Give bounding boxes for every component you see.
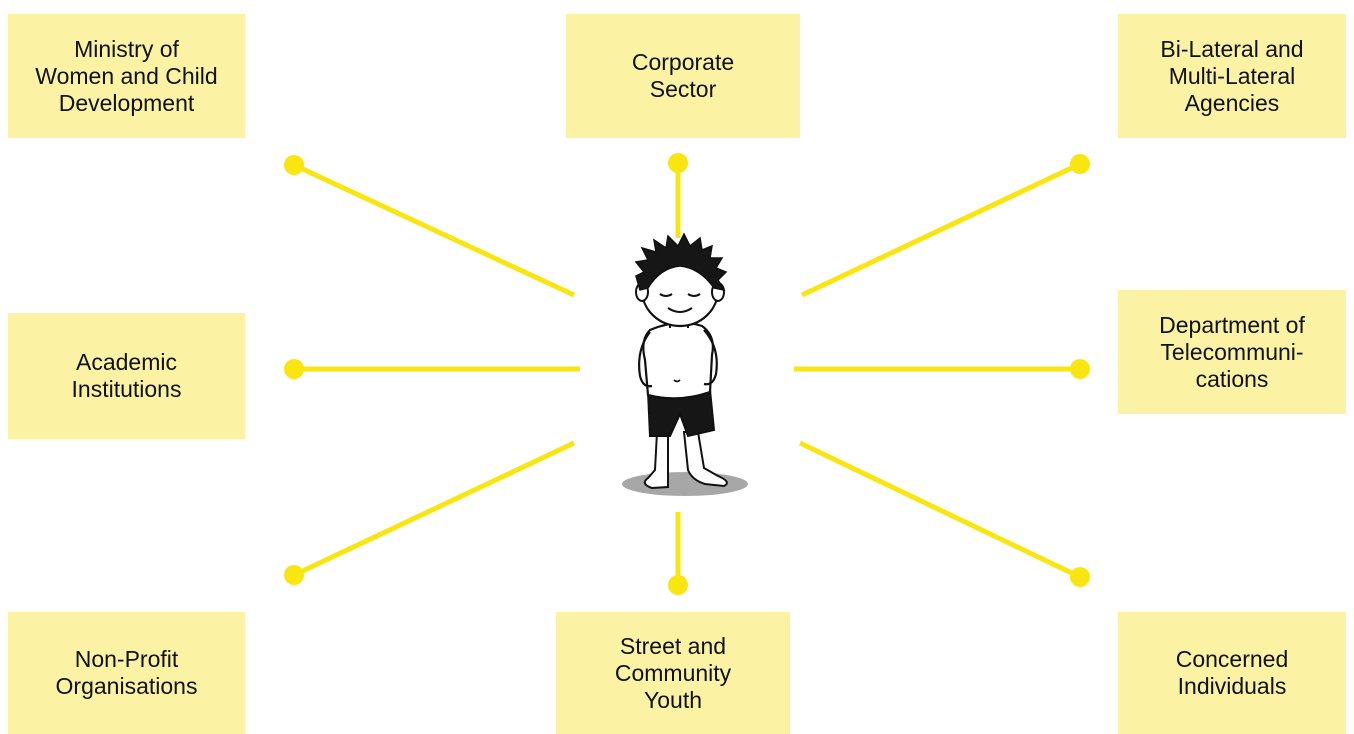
- stakeholder-label: Department of Telecommuni- cations: [1159, 311, 1305, 392]
- stakeholder-label: Concerned Individuals: [1175, 646, 1289, 699]
- connector-concerned: [798, 440, 1090, 587]
- stakeholder-label: Bi-Lateral and Multi-Lateral Agencies: [1160, 35, 1304, 116]
- connector-nonprofit: [284, 440, 576, 585]
- child-illustration-icon: [622, 232, 748, 496]
- stakeholder-box-concerned-individuals: Concerned Individuals: [1118, 612, 1346, 734]
- stakeholder-box-street-youth: Street and Community Youth: [556, 612, 790, 734]
- stakeholder-box-corporate: Corporate Sector: [566, 14, 800, 138]
- stakeholder-label: Street and Community Youth: [614, 632, 732, 713]
- connector-street: [668, 512, 688, 595]
- stakeholder-label: Corporate Sector: [631, 49, 735, 102]
- connector-dot: [794, 359, 1090, 379]
- stakeholder-box-bilateral: Bi-Lateral and Multi-Lateral Agencies: [1118, 14, 1346, 138]
- connector-corporate: [668, 153, 688, 238]
- stakeholder-label: Academic Institutions: [71, 349, 182, 402]
- stakeholder-box-academic: Academic Institutions: [8, 313, 245, 439]
- stakeholder-label: Ministry of Women and Child Development: [35, 35, 218, 116]
- stakeholder-box-ministry: Ministry of Women and Child Development: [8, 14, 245, 138]
- connectors: [284, 153, 1090, 595]
- stakeholder-label: Non-Profit Organisations: [55, 646, 198, 699]
- connector-academic: [284, 359, 580, 379]
- connector-ministry: [284, 155, 576, 298]
- stakeholder-box-nonprofit: Non-Profit Organisations: [8, 612, 245, 734]
- connector-bilateral: [800, 154, 1090, 298]
- stakeholder-box-telecommunications: Department of Telecommuni- cations: [1118, 290, 1346, 414]
